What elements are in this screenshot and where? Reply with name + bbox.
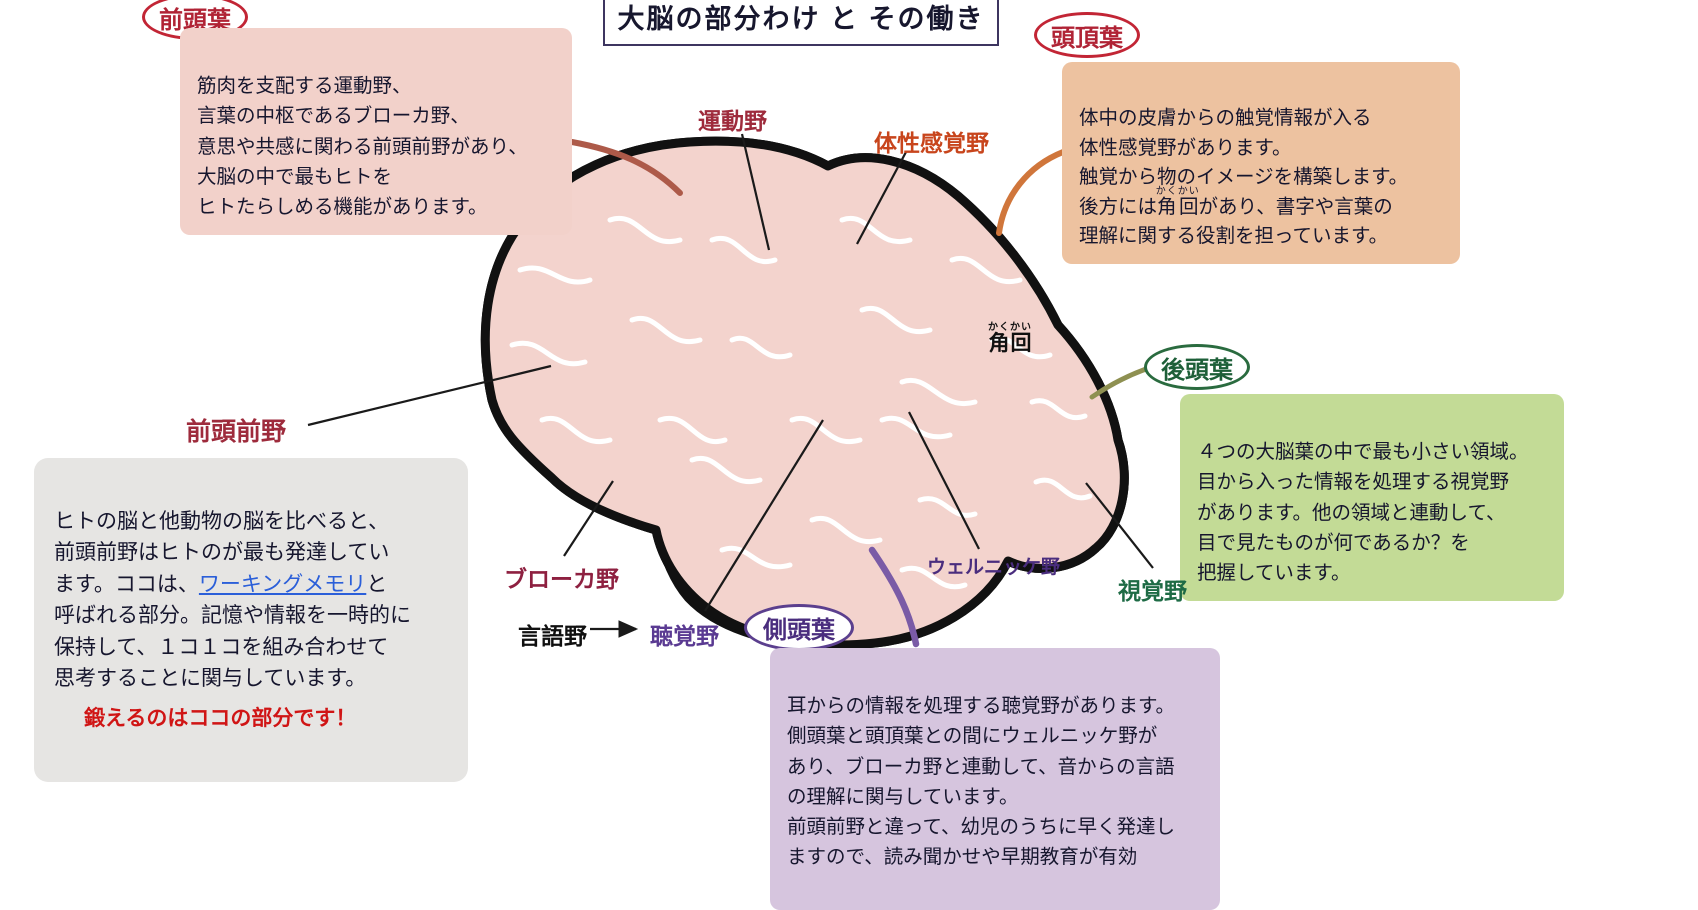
- parietal-lobe-oval-label: 頭頂葉: [1051, 24, 1123, 52]
- brain-diagram-canvas: [307, 133, 1154, 650]
- angular-gyrus-label-furigana: かくかい: [988, 322, 1032, 333]
- prefrontal-note-highlight: 鍛えるのはココの部分です！: [84, 706, 357, 730]
- prefrontal-note-text-before: ヒトの脳と他動物の脳を比べると、 前頭前野はヒトのが最も発達してい ます。ココは…: [54, 509, 390, 596]
- occipital-lobe-note-text: ４つの大脳葉の中で最も小さい領域。 目から入った情報を処理する視覚野 があります…: [1197, 441, 1529, 585]
- motor-pointer-line: [740, 133, 771, 251]
- angular-gyrus-ruby-base: 角回: [1155, 195, 1200, 218]
- frontal-box-connector: [569, 139, 683, 196]
- prefrontal-area-label: 前頭前野: [186, 418, 287, 446]
- angular-gyrus-label-base: 角回: [988, 332, 1032, 355]
- angular-gyrus-ruby-furigana: かくかい: [1155, 185, 1200, 197]
- wernicke-area-label: ウェルニッケ野: [927, 557, 1061, 578]
- parietal-note-text-before: 体中の皮膚からの触覚情報が入る 体性感覚野があります。 触覚から物のイメージを構…: [1079, 107, 1409, 218]
- angular-gyrus-label: 角回かくかい: [988, 322, 1032, 357]
- occipital-oval-connector: [1089, 366, 1149, 400]
- broca-pointer-line: [563, 480, 614, 557]
- connector-lines: [307, 133, 1154, 648]
- parietal-lobe-note: 体中の皮膚からの触覚情報が入る 体性感覚野があります。 触覚から物のイメージを構…: [1062, 62, 1460, 265]
- visual-pointer-line: [1085, 482, 1154, 569]
- visual-area-label: 視覚野: [1118, 578, 1187, 604]
- temporal-lobe-oval: 側頭葉: [744, 604, 854, 651]
- prefrontal-note-text-after: と 呼ばれる部分。記憶や情報を一時的に 保持して、１コ１コを組み合わせて 思考す…: [54, 572, 411, 691]
- working-memory-link[interactable]: ワーキングメモリ: [198, 572, 367, 596]
- wernicke-pointer-line: [908, 411, 980, 550]
- auditory-area-label: 聴覚野: [650, 623, 719, 649]
- parietal-lobe-oval: 頭頂葉: [1034, 12, 1140, 58]
- temporal-lobe-oval-label: 側頭葉: [763, 617, 835, 644]
- temporal-lobe-note-text: 耳からの情報を処理する聴覚野があります。 側頭葉と頭頂葉との間にウェルニッケ野が…: [787, 695, 1176, 869]
- frontal-lobe-note-text: 筋肉を支配する運動野、 言葉の中枢であるブローカ野、 意思や共感に関わる前頭前野…: [197, 75, 528, 219]
- motor-area-label: 運動野: [698, 108, 767, 134]
- brain-illustration: [485, 141, 1124, 650]
- page-title-text: 大脳の部分わけ と その働き: [617, 4, 985, 34]
- temporal-oval-connector: [868, 546, 920, 648]
- somatosensory-area-label: 体性感覚野: [874, 130, 989, 156]
- angular-gyrus-ruby: 角回かくかい: [1155, 186, 1200, 218]
- occipital-lobe-note: ４つの大脳葉の中で最も小さい領域。 目から入った情報を処理する視覚野 があります…: [1180, 394, 1564, 602]
- prefrontal-note: ヒトの脳と他動物の脳を比べると、 前頭前野はヒトのが最も発達してい ます。ココは…: [34, 458, 468, 782]
- temporal-lobe-note: 耳からの情報を処理する聴覚野があります。 側頭葉と頭頂葉との間にウェルニッケ野が…: [770, 648, 1220, 910]
- frontal-lobe-note: 筋肉を支配する運動野、 言葉の中枢であるブローカ野、 意思や共感に関わる前頭前野…: [180, 28, 572, 236]
- parietal-box-connector: [996, 149, 1066, 236]
- occipital-lobe-oval: 後頭葉: [1144, 344, 1250, 390]
- gyri-lines: [509, 215, 1093, 590]
- parietal-note-text-after: があり、書字や言葉の 理解に関する役割を担っています。: [1079, 195, 1393, 247]
- broca-area-label: ブローカ野: [504, 566, 619, 592]
- somatosensory-pointer-line: [856, 151, 907, 245]
- auditory-pointer-line: [704, 419, 824, 612]
- language-area-label: 言語野: [518, 623, 587, 649]
- occipital-lobe-oval-label: 後頭葉: [1161, 356, 1233, 384]
- page-title: 大脳の部分わけ と その働き: [603, 0, 999, 46]
- angular-gyrus-label-ruby: 角回かくかい: [988, 322, 1032, 355]
- prefrontal-pointer-line: [307, 364, 552, 427]
